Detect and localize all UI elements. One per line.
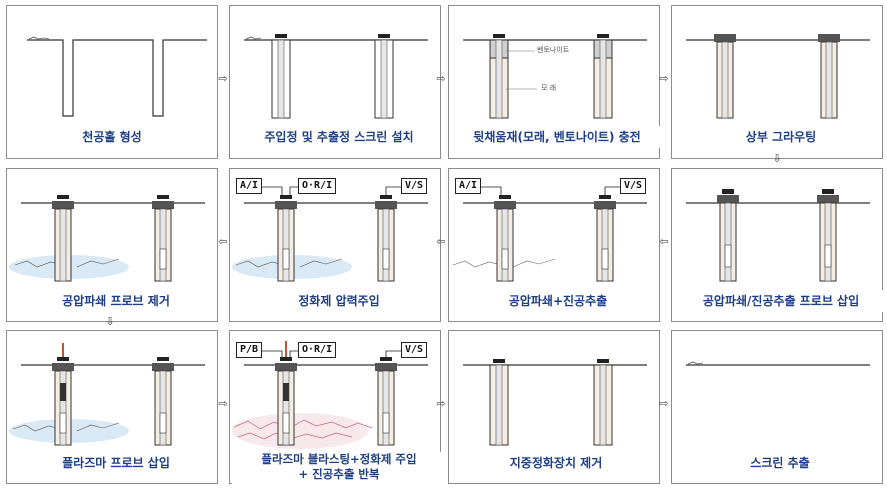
step-11-caption: 지중정화장치 제거 xyxy=(482,452,630,474)
step-4-panel xyxy=(671,5,883,159)
arrow-right-icon: ⇨ xyxy=(436,72,446,85)
arrow-right-icon: ⇨ xyxy=(218,72,228,85)
step-10-diagram xyxy=(232,341,428,449)
step-3-diagram xyxy=(463,34,647,119)
step-5-caption: 공압파쇄/진공추출 프로브 삽입 xyxy=(672,290,887,312)
step-7-caption: 정화제 압력주입 xyxy=(284,290,394,312)
vs-tag: V/S xyxy=(401,342,428,358)
pb-tag: P/B xyxy=(236,342,263,358)
step-8-diagram xyxy=(9,195,205,282)
arrow-right-icon: ⇨ xyxy=(218,397,228,410)
step-6-caption: 공압파쇄+진공추출 xyxy=(496,290,620,312)
arrow-left-icon: ⇦ xyxy=(218,235,228,248)
vs-tag: V/S xyxy=(401,178,428,194)
arrow-down-icon: ⇩ xyxy=(772,152,782,165)
step-10-caption-line1: 플라즈마 블라스팅+정화제 주입 xyxy=(261,452,417,466)
ori-tag: O·R/I xyxy=(298,178,337,194)
step-8-caption: 공압파쇄 프로브 제거 xyxy=(44,290,188,312)
step-10-caption: 플라즈마 블라스팅+정화제 주입 + 진공추출 반복 xyxy=(232,452,446,484)
vs-tag: V/S xyxy=(620,178,647,194)
sand-label: 모 래 xyxy=(541,84,557,92)
step-5-diagram xyxy=(686,189,870,282)
bentonite-label: 벤토나이트 xyxy=(537,46,570,54)
step-2-diagram xyxy=(244,34,428,119)
step-9-caption: 플라즈마 프로브 삽입 xyxy=(50,452,182,474)
step-7-panel: A/I O·R/I V/S xyxy=(229,168,441,322)
ori-tag: O·R/I xyxy=(298,342,337,358)
arrow-right-icon: ⇨ xyxy=(659,397,669,410)
step-10-caption-line2: + 진공추출 반복 xyxy=(298,467,380,481)
step-4-caption: 상부 그라우팅 xyxy=(726,126,836,148)
arrow-right-icon: ⇨ xyxy=(436,397,446,410)
step-1-diagram xyxy=(27,36,207,117)
arrow-left-icon: ⇦ xyxy=(659,235,669,248)
step-4-diagram xyxy=(686,34,870,119)
step-12-diagram xyxy=(686,361,870,366)
step-12-caption: 스크린 추출 xyxy=(730,452,830,474)
step-9-diagram xyxy=(9,343,205,446)
arrow-down-icon: ⇩ xyxy=(105,315,115,328)
arrow-left-icon: ⇦ xyxy=(436,235,446,248)
ai-tag: A/I xyxy=(455,178,482,194)
step-6-diagram xyxy=(452,186,647,282)
step-2-caption: 주입정 및 추출정 스크린 설치 xyxy=(244,126,434,148)
step-7-diagram xyxy=(232,186,428,282)
step-3-caption: 뒷채움재(모래, 벤토나이트) 충전 xyxy=(451,126,663,148)
step-11-diagram xyxy=(463,359,647,446)
arrow-right-icon: ⇨ xyxy=(659,72,669,85)
step-1-caption: 천공홀 형성 xyxy=(54,126,170,148)
ai-tag: A/I xyxy=(236,178,263,194)
